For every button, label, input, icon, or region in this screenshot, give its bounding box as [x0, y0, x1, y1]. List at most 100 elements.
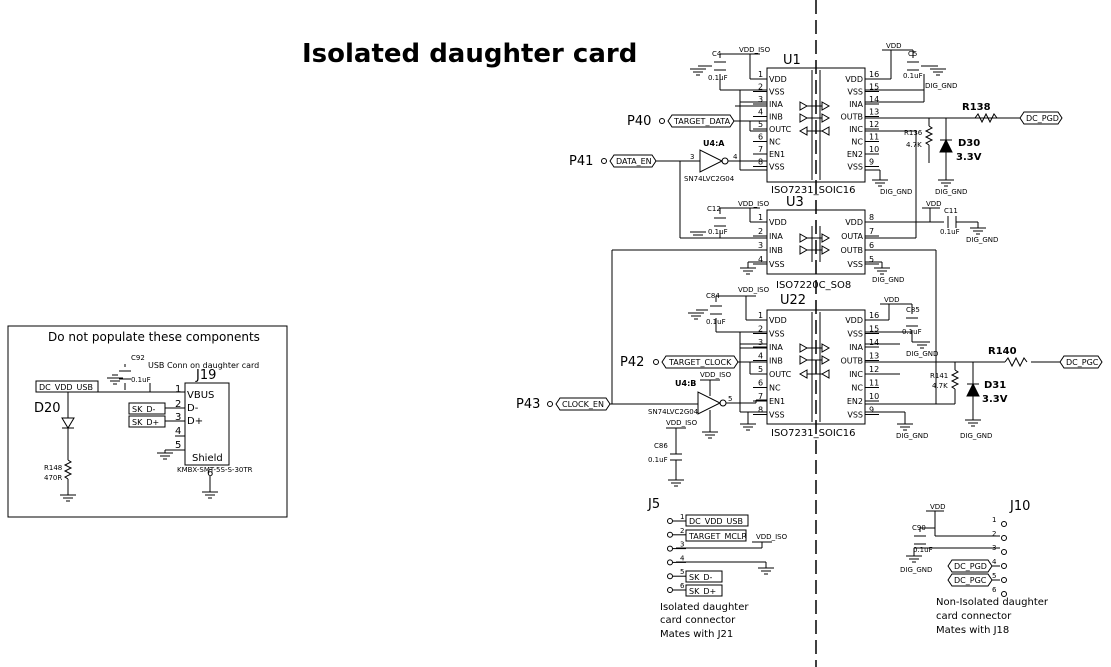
dc-pgd-label: DC_PGD: [1026, 114, 1059, 123]
u22-pin-name: OUTC: [769, 370, 792, 379]
sk-dm-label: SK_D-: [132, 405, 155, 414]
j5-pin: [667, 573, 673, 580]
j19-pin-num-5: 5: [175, 440, 181, 451]
u22-pin-name: NC: [851, 384, 863, 393]
u3-pin-num: 8: [869, 213, 874, 222]
u1-pin-name: VSS: [847, 88, 863, 97]
j19-ref: J19: [195, 368, 216, 383]
c4-label: C4: [712, 50, 722, 58]
u1-pin-num: 5: [758, 120, 763, 129]
u22-vdd: VDD: [884, 296, 900, 304]
j5-pin: [667, 559, 673, 566]
c86-value: 0.1uF: [648, 456, 668, 464]
d31-value: 3.3V: [982, 394, 1008, 405]
c85-label: C85: [906, 306, 920, 314]
j10-net-5: DC_PGC: [954, 576, 987, 585]
u4a-pin-out: 4: [733, 153, 738, 161]
dc-pgc-net: [1059, 355, 1103, 369]
c90-label: C90: [912, 524, 926, 532]
u22-ref: U22: [780, 293, 806, 308]
u1-pin-num: 14: [869, 95, 879, 104]
j19-pin-dp: D+: [187, 416, 203, 427]
u22-pin-name: EN2: [847, 397, 863, 406]
data-en-label: DATA_EN: [616, 157, 652, 166]
r140-resistor: [1004, 356, 1028, 368]
j19-connector: [184, 382, 230, 466]
j10-vdd: VDD: [930, 503, 946, 511]
c11-dig-gnd: DIG_GND: [966, 236, 998, 244]
u1-pin-num: 7: [758, 145, 763, 154]
clock-en-label: CLOCK_EN: [562, 400, 604, 409]
page-title: Isolated daughter card: [302, 39, 637, 69]
c11-label: C11: [944, 207, 958, 215]
u3-pin-num: 7: [869, 227, 874, 236]
j10-caption-3: Mates with J18: [936, 625, 1009, 636]
u1-pin-num: 8: [758, 158, 763, 167]
dc-vdd-usb-net: [35, 380, 99, 393]
r136-resistor: [924, 125, 934, 146]
r141-value: 4.7K: [932, 382, 948, 390]
j10-caption-1: Non-Isolated daughter: [936, 597, 1049, 608]
c86-vdd-iso: VDD_ISO: [666, 419, 698, 427]
u3-ref: U3: [786, 195, 804, 210]
r138-resistor: [974, 112, 998, 124]
u22-vdd-iso: VDD_ISO: [738, 286, 770, 294]
j10-pin-num: 5: [992, 572, 996, 580]
j19-pin-num-2: 2: [175, 399, 181, 410]
j5-pin-num: 1: [680, 513, 684, 521]
j10-pin: [1001, 563, 1007, 569]
r136-label: R136: [904, 129, 923, 137]
u22-pin-num: 5: [758, 365, 763, 374]
c90-value: 0.1uF: [913, 546, 933, 554]
u3-pin-name: VSS: [769, 260, 785, 269]
u22-pin-num: 14: [869, 338, 879, 347]
j5-caption-1: Isolated daughter: [660, 602, 749, 613]
j19-pin-shield: Shield: [192, 453, 223, 464]
j5-pin-num: 5: [680, 568, 684, 576]
u1-vdd: VDD: [886, 42, 902, 50]
u22-pin-name: NC: [769, 384, 781, 393]
j10-pin: [1001, 591, 1007, 597]
j5-pin: [667, 587, 673, 593]
j5-pin: [667, 531, 673, 538]
u22-pin-num: 8: [758, 406, 763, 415]
j10-pin: [1001, 549, 1007, 555]
u4b-pin-out: 5: [728, 395, 732, 403]
u22-pin-name: VSS: [769, 411, 785, 420]
dc-vdd-usb-label: DC_VDD_USB: [39, 383, 93, 392]
u1-pin-name: OUTC: [769, 125, 792, 134]
led-icon: [61, 417, 75, 429]
u22-pin-num: 9: [869, 406, 874, 415]
u22-pin-num: 3: [758, 338, 763, 347]
u1-pin-num: 4: [758, 108, 763, 117]
u3-pin-num: 3: [758, 241, 763, 250]
j5-net-6: SK_D+: [689, 587, 716, 596]
u1-pin-num: 10: [869, 145, 879, 154]
r140-label: R140: [988, 346, 1017, 357]
u1-pin-num: 15: [869, 83, 879, 92]
c12-value: 0.1uF: [708, 228, 728, 236]
u22-pin-name: VDD: [769, 316, 787, 325]
u1-pin-num: 16: [869, 70, 879, 79]
j5-caption-3: Mates with J21: [660, 629, 733, 640]
j5-ref: J5: [647, 497, 660, 512]
u3-pin-name: VSS: [847, 260, 863, 269]
u1-pin-name: INA: [769, 100, 783, 109]
j10-dig-gnd: DIG_GND: [900, 566, 932, 574]
u22-pin-name: OUTB: [840, 357, 863, 366]
d31-zener-icon: [966, 382, 980, 397]
u1-pin-name: EN2: [847, 150, 863, 159]
u22-pin-num: 10: [869, 392, 879, 401]
j5-pin-num: 6: [680, 582, 685, 590]
c92-value: 0.1uF: [131, 376, 151, 384]
u22-pin-num: 1: [758, 311, 763, 320]
u22-pin-num: 15: [869, 325, 879, 334]
u4b-vdd-iso: VDD_ISO: [700, 371, 732, 379]
u3-pin-name: INA: [769, 232, 783, 241]
u1-pin-num: 3: [758, 95, 763, 104]
u3-vdd: VDD: [926, 200, 942, 208]
c11-value: 0.1uF: [940, 228, 960, 236]
u22-pin-num: 2: [758, 325, 763, 334]
